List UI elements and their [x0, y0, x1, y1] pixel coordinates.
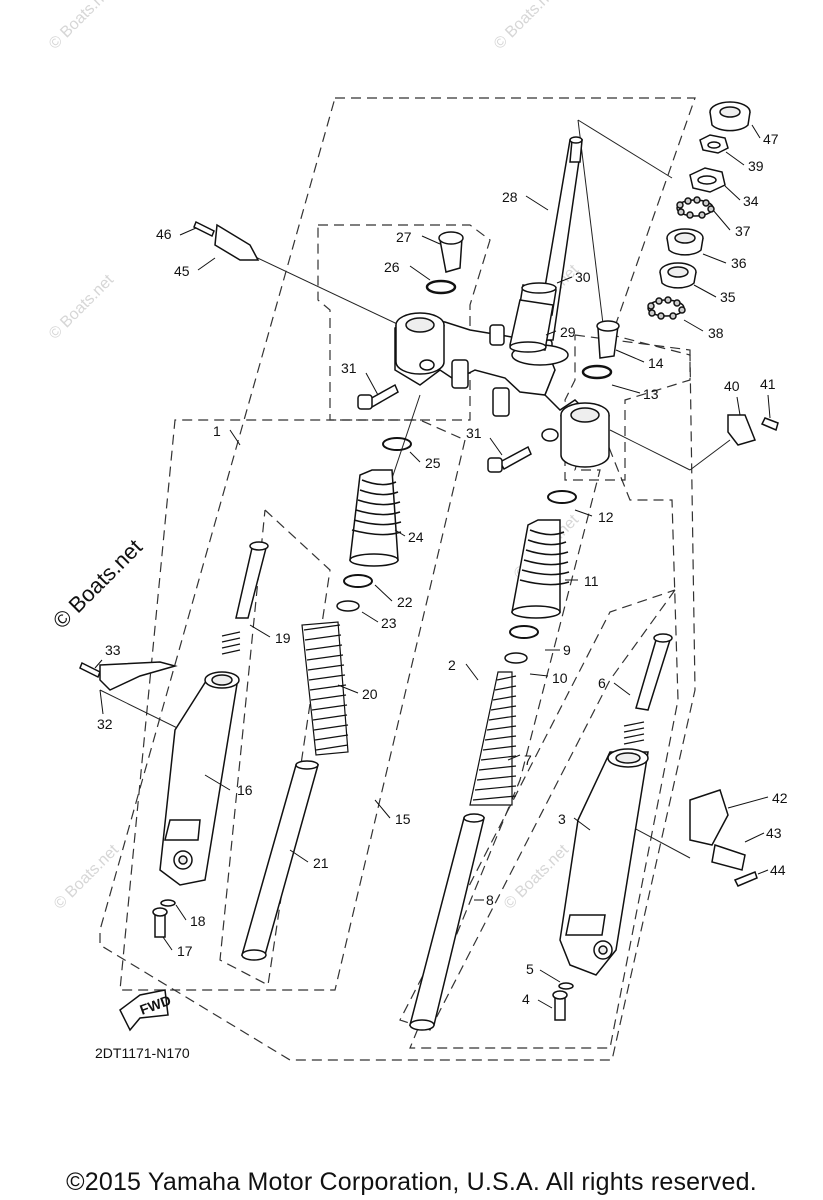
- bolts: [79, 220, 779, 1021]
- callout-40: 40: [724, 378, 740, 394]
- callout-6: 6: [598, 675, 606, 691]
- callout-4: 4: [522, 991, 530, 1007]
- caps-orings: [336, 231, 620, 664]
- callout-26: 26: [384, 259, 400, 275]
- outer-tubes: [159, 671, 649, 976]
- watermark-text: © Boats.net: [46, 0, 118, 53]
- callout-44: 44: [770, 862, 786, 878]
- callout-12: 12: [598, 509, 614, 525]
- callout-17: 17: [177, 943, 193, 959]
- bearing-stack: [647, 101, 751, 320]
- steering-stem: [509, 136, 583, 353]
- callout-16: 16: [237, 782, 253, 798]
- callout-46: 46: [156, 226, 172, 242]
- callout-45: 45: [174, 263, 190, 279]
- callout-24: 24: [408, 529, 424, 545]
- callout-28: 28: [502, 189, 518, 205]
- callout-32: 32: [97, 716, 113, 732]
- callout-34: 34: [743, 193, 759, 209]
- outline-left-fork: [119, 419, 466, 991]
- callout-7: 7: [524, 752, 532, 768]
- callout-39: 39: [748, 158, 764, 174]
- outline-lower-bracket: [564, 334, 691, 481]
- watermark-text: © Boats.net: [501, 841, 573, 913]
- callout-27: 27: [396, 229, 412, 245]
- callout-5: 5: [526, 961, 534, 977]
- fwd-arrow: FWD: [119, 989, 173, 1032]
- callout-37: 37: [735, 223, 751, 239]
- inner-tubes: [241, 760, 485, 1031]
- callout-43: 43: [766, 825, 782, 841]
- callout-14: 14: [648, 355, 664, 371]
- callout-18: 18: [190, 913, 206, 929]
- callout-leaders: [94, 124, 771, 1009]
- catalog-code: 2DT1171-N170: [95, 1045, 190, 1061]
- callout-41: 41: [760, 376, 776, 392]
- outline-right-fork: [409, 444, 679, 1049]
- outline-assembly-1: [99, 97, 696, 1061]
- callout-20: 20: [362, 686, 378, 702]
- watermark-text: © Boats.net: [51, 841, 123, 913]
- callout-29: 29: [560, 324, 576, 340]
- callout-9: 9: [563, 642, 571, 658]
- outline-upper-bracket: [317, 224, 491, 421]
- callout-11: 11: [584, 573, 599, 589]
- damper-rods: [235, 541, 673, 711]
- callout-33: 33: [105, 642, 121, 658]
- copyright-notice: ©2015 Yamaha Motor Corporation, U.S.A. A…: [66, 1168, 757, 1196]
- callout-23: 23: [381, 615, 397, 631]
- callout-8: 8: [486, 892, 494, 908]
- callout-13: 13: [643, 386, 659, 402]
- callout-3: 3: [558, 811, 566, 827]
- upper-bracket: [394, 312, 610, 468]
- callout-1: 1: [213, 423, 221, 439]
- callout-2: 2: [448, 657, 456, 673]
- springs: [221, 621, 645, 806]
- callout-21: 21: [313, 855, 329, 871]
- callout-22: 22: [397, 594, 413, 610]
- leader-lines: [99, 119, 731, 859]
- callout-30: 30: [575, 269, 591, 285]
- watermark-text: © Boats.net: [491, 0, 563, 53]
- outline-inner-tube-left: [219, 509, 331, 986]
- callout-25: 25: [425, 455, 441, 471]
- callout-47: 47: [763, 131, 779, 147]
- callouts: 1 2 3 4 5 6 7 8 9 10 11 12 13 14 15 16 1…: [97, 131, 788, 1007]
- callout-31-upper: 31: [341, 360, 357, 376]
- callout-19: 19: [275, 630, 291, 646]
- callout-35: 35: [720, 289, 736, 305]
- callout-38: 38: [708, 325, 724, 341]
- dust-boots: [349, 469, 570, 619]
- callout-42: 42: [772, 790, 788, 806]
- callout-31-lower: 31: [466, 425, 482, 441]
- callout-36: 36: [731, 255, 747, 271]
- watermark-text: © Boats.net: [46, 271, 118, 343]
- boats-net-watermark: © Boats.net: [48, 534, 147, 633]
- callout-15: 15: [395, 811, 411, 827]
- callout-10: 10: [552, 670, 568, 686]
